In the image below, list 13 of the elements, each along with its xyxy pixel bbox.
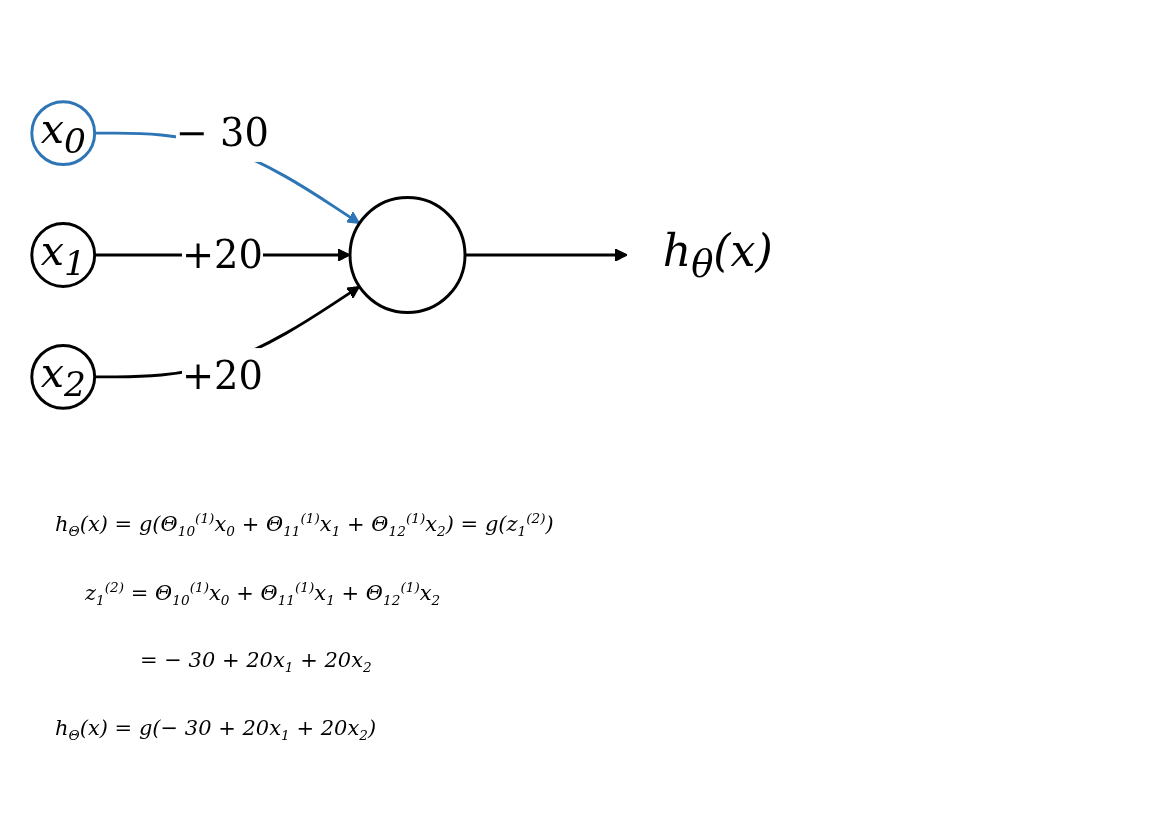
- node-circle: x$_{2}$: [30, 343, 97, 410]
- edge-label: +20: [181, 232, 263, 277]
- equation: h$_{Θ}$(x) = g(− 30 + 20x$_{1}$ + 20x$_{2}$): [55, 715, 377, 743]
- equation: z$_{1}$$^{(2)}$ = Θ$_{10}$$^{(1)}$x$_{0}$ + Θ$_{11}$$^{(1)}$x$_{1}$ + Θ$_{12}$$^{(1)}$x$_{2}$: [85, 579, 441, 609]
- node-text: h$_{θ}$(x): [662, 225, 773, 286]
- node-circle: x$_{0}$: [30, 100, 97, 167]
- edge-label: − 30: [175, 110, 269, 155]
- edge-label: +20: [181, 354, 263, 399]
- equation: h$_{Θ}$(x) = g(Θ$_{10}$$^{(1)}$x$_{0}$ + Θ$_{11}$$^{(1)}$x$_{1}$ + Θ$_{12}$$^{(1)}$x$_{2}$) = g(z$_{1}$$^{(2)}$): [55, 510, 554, 540]
- node-circle: [348, 196, 467, 314]
- node-circle: x$_{1}$: [30, 222, 97, 288]
- equation: = − 30 + 20x$_{1}$ + 20x$_{2}$: [140, 648, 372, 676]
- arrow: [465, 248, 628, 262]
